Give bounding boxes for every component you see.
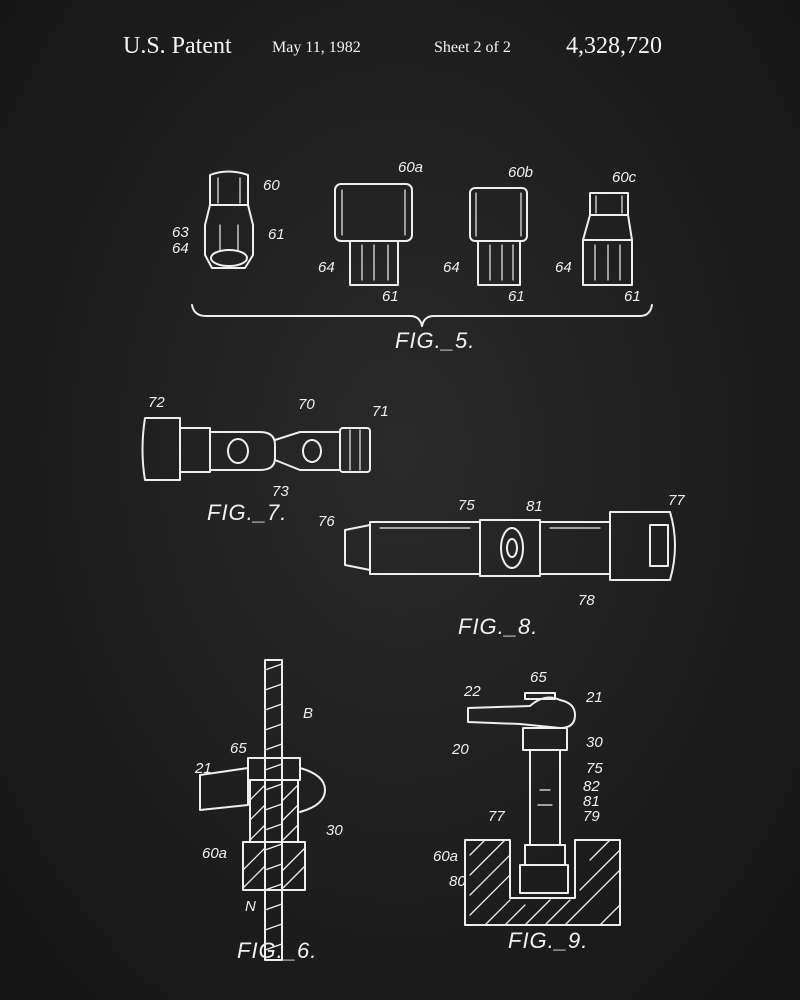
fig9-label: 81 (583, 793, 600, 810)
fig8-label: 81 (526, 498, 543, 515)
patent-date: May 11, 1982 (272, 39, 361, 56)
fig7-label: 72 (148, 394, 165, 411)
fig5-label: 61 (268, 226, 285, 243)
fig5-socket-60c (582, 192, 633, 286)
fig9-label: 79 (583, 808, 600, 825)
fig5-label: 61 (382, 288, 399, 305)
fig9-label: 75 (586, 760, 603, 777)
fig6-label: 30 (326, 822, 343, 839)
fig5-socket-60 (204, 170, 254, 269)
patent-number: 4,328,720 (566, 33, 662, 59)
fig5-label: 60b (508, 164, 534, 181)
fig7-label: 73 (272, 483, 289, 500)
fig6-label: 65 (230, 740, 247, 757)
fig9-label: 80 (449, 873, 466, 890)
fig9-label: 65 (530, 669, 547, 686)
fig8-extension-bar (344, 511, 676, 581)
fig6-label: 60a (202, 845, 228, 862)
fig6-label: B (303, 705, 314, 722)
fig5-label: 60 (263, 177, 280, 194)
fig9-assembly (464, 692, 621, 926)
fig5-label: 60c (612, 169, 637, 186)
fig5-label: 60a (398, 159, 424, 176)
patent-title: U.S. Patent (123, 33, 232, 59)
fig8-label: 78 (578, 592, 595, 609)
fig8-caption: FIG._8. (458, 614, 539, 639)
fig9-label: 82 (583, 778, 600, 795)
fig6-section (199, 659, 326, 961)
fig6-label: 21 (195, 760, 212, 777)
fig9-caption: FIG._9. (508, 928, 589, 953)
fig7-caption: FIG._7. (207, 500, 288, 525)
fig7-universal-joint (141, 417, 371, 481)
fig6-caption: FIG._6. (237, 938, 318, 963)
fig9-label: 20 (452, 741, 469, 758)
fig8-label: 75 (458, 497, 475, 514)
fig9-label: 22 (464, 683, 481, 700)
fig7-label: 70 (298, 396, 315, 413)
fig5-label: 64 (172, 240, 189, 257)
fig9-label: 60a (433, 848, 459, 865)
fig8-label: 77 (668, 492, 685, 509)
fig5-socket-60b (469, 187, 528, 286)
fig8-label: 76 (318, 513, 335, 530)
fig5-brace (191, 304, 653, 327)
fig9-label: 77 (488, 808, 505, 825)
fig5-label: 61 (508, 288, 525, 305)
sheet-number: Sheet 2 of 2 (434, 39, 511, 56)
fig5-label: 64 (555, 259, 572, 276)
fig9-label: 30 (586, 734, 603, 751)
fig6-label: N (245, 898, 256, 915)
fig5-label: 64 (443, 259, 460, 276)
fig9-label: 21 (586, 689, 603, 706)
fig5-caption: FIG._5. (395, 328, 476, 353)
fig5-label: 63 (172, 224, 189, 241)
fig5-label: 64 (318, 259, 335, 276)
fig5-label: 61 (624, 288, 641, 305)
fig7-label: 71 (372, 403, 389, 420)
fig5-socket-60a (334, 183, 413, 286)
